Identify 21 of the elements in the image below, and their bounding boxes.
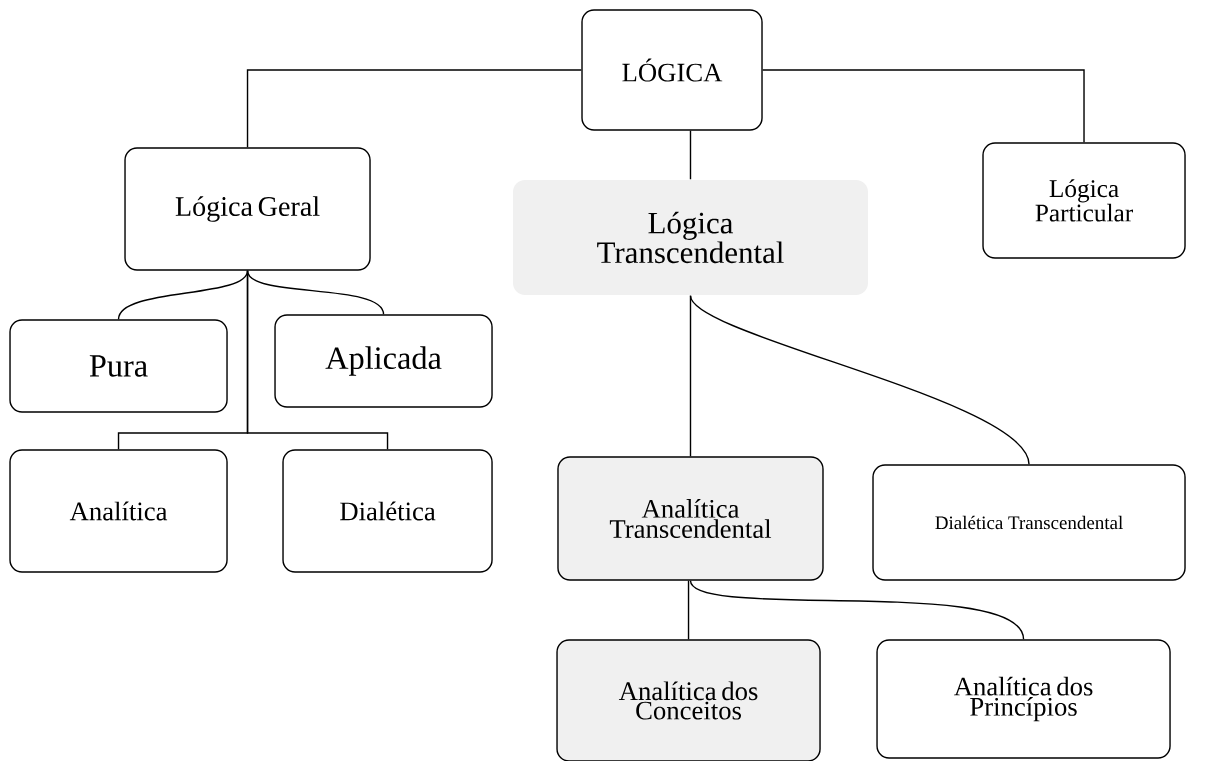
connector-line [687, 580, 690, 640]
connector-line [246, 270, 389, 450]
category-box: Lógica Transcendental [513, 179, 868, 295]
category-box: Lógica Geral [124, 147, 371, 271]
category-box: Analítica dos Conceitos [556, 639, 821, 761]
category-box: Lógica Particular [982, 142, 1186, 259]
category-box: Analítica dos Princípios [876, 639, 1171, 759]
category-box: Analítica Transcendental [557, 456, 824, 581]
connector-line [689, 294, 1030, 465]
category-box: Dialética [282, 449, 493, 573]
connector-line [689, 580, 1025, 640]
connector-line [762, 69, 1085, 143]
connector-line [246, 69, 582, 148]
connector-line [246, 270, 385, 315]
category-box: Dialética Transcendental [872, 464, 1186, 581]
category-box: Pura [9, 319, 228, 413]
connector-line [689, 130, 692, 180]
category-box: Aplicada [274, 314, 493, 408]
title-box: LÓGICA [581, 9, 763, 131]
category-box: Analítica [9, 449, 228, 573]
connector-line [117, 270, 249, 320]
